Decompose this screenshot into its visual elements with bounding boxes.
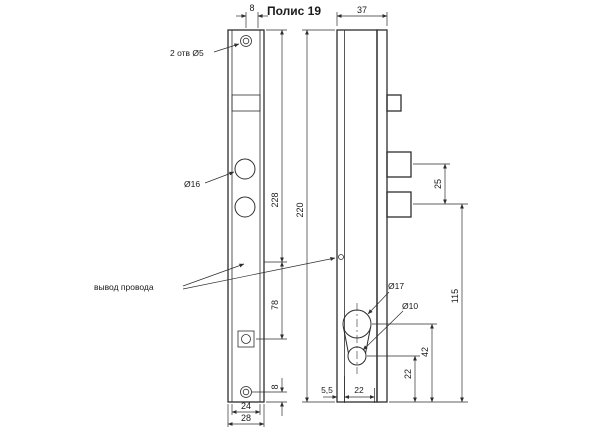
note-2-holes-d5: 2 отв Ø5 bbox=[170, 48, 204, 58]
note-d17: Ø17 bbox=[388, 281, 404, 291]
dim-side-37: 37 bbox=[357, 5, 367, 15]
dim-front-28: 28 bbox=[241, 413, 251, 423]
front-view bbox=[227, 29, 265, 403]
note-d16: Ø16 bbox=[184, 179, 200, 189]
latch-cutout bbox=[231, 94, 261, 112]
hole-d16-lower bbox=[234, 196, 256, 218]
hole-d16-upper bbox=[234, 158, 256, 180]
dim-front-24: 24 bbox=[241, 401, 251, 411]
dim-side-22h: 22 bbox=[354, 385, 364, 395]
front-view-callouts: 2 отв Ø5 Ø16 вывод провода bbox=[94, 43, 336, 292]
fixing-square bbox=[237, 330, 255, 348]
dim-side-22v: 22 bbox=[403, 369, 413, 379]
note-wire-output: вывод провода bbox=[94, 282, 154, 292]
dim-side-5-5: 5,5 bbox=[321, 385, 333, 395]
latch-bolt bbox=[386, 94, 402, 112]
side-view-dimensions: 37 220 25 115 42 22 5,5 22 bbox=[295, 5, 468, 403]
dim-front-78: 78 bbox=[270, 300, 280, 310]
deadbolt-lower bbox=[386, 191, 412, 218]
dim-side-25: 25 bbox=[433, 179, 443, 189]
top-screw-hole bbox=[240, 35, 252, 47]
note-d10: Ø10 bbox=[402, 301, 418, 311]
dim-side-220: 220 bbox=[295, 202, 305, 217]
dim-front-top-8: 8 bbox=[249, 3, 254, 13]
faceplate-side bbox=[376, 29, 388, 403]
dim-front-228: 228 bbox=[270, 192, 280, 207]
keyhole-tangent-left bbox=[343, 327, 349, 354]
dim-side-115: 115 bbox=[450, 289, 460, 303]
drawing-title: Полис 19 bbox=[267, 4, 321, 18]
deadbolt-upper bbox=[386, 151, 412, 178]
bottom-screw-hole bbox=[240, 386, 252, 398]
dim-front-bottom-8: 8 bbox=[270, 384, 280, 389]
keyhole-tangent-right bbox=[365, 327, 371, 354]
cylinder-hole-d10 bbox=[347, 346, 367, 366]
side-view bbox=[336, 29, 412, 403]
front-view-dimensions: 8 228 78 8 24 28 bbox=[227, 3, 287, 427]
top-screw-hole-inner bbox=[242, 37, 250, 45]
cylinder-hole-d17 bbox=[342, 309, 372, 339]
fixing-hole bbox=[241, 334, 251, 344]
side-view-callouts: Ø17 Ø10 bbox=[362, 281, 418, 351]
bottom-screw-hole-inner bbox=[242, 388, 250, 396]
dim-side-42: 42 bbox=[420, 347, 430, 357]
faceplate-outline bbox=[227, 29, 265, 403]
wire-hole bbox=[338, 254, 344, 260]
